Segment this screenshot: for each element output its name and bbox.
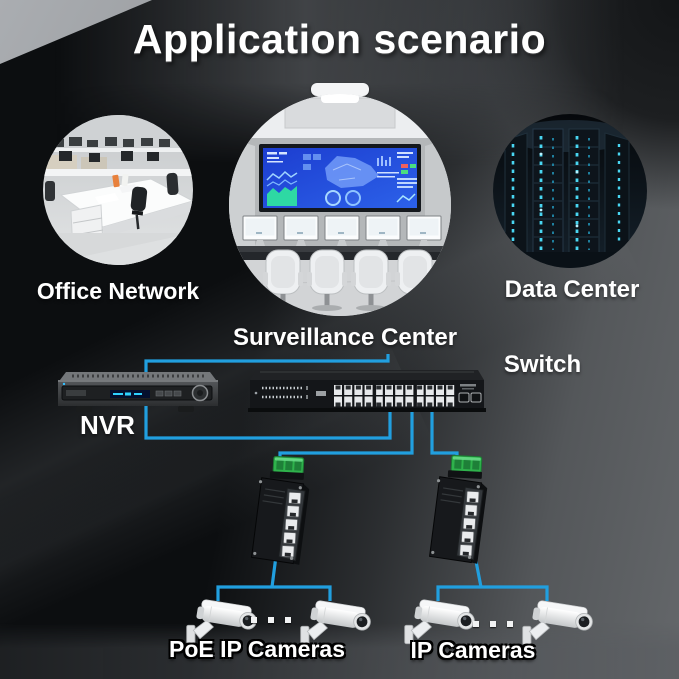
surveillance-center-image [229, 94, 451, 316]
server-racks [504, 128, 630, 260]
data-center-label: Data Center [504, 276, 640, 303]
background-floor-band [0, 623, 679, 679]
poe-switch-2-icon [428, 455, 498, 567]
surveillance-center-label: Surveillance Center [232, 324, 458, 351]
ip-cameras-label: IP Cameras [410, 637, 536, 663]
switch-sfp-area [458, 384, 482, 403]
ellipsis-icon [251, 617, 291, 623]
operator-chairs [263, 249, 435, 311]
ceiling-light-shape [311, 83, 369, 96]
surveillance-illustration [229, 94, 451, 316]
poe-ip-cameras-label: PoE IP Cameras [168, 636, 345, 662]
far-monitors-row [53, 137, 170, 147]
office-network-label: Office Network [36, 278, 200, 304]
wire-ip-cameras-bracket [436, 585, 549, 601]
poe-switch-1-icon [250, 456, 320, 568]
nvr-label: NVR [80, 410, 135, 440]
page-title: Application scenario [132, 16, 547, 62]
switch-device-icon [248, 370, 486, 412]
switch-led-panel [254, 386, 326, 399]
switch-port-banks [334, 384, 456, 408]
wire-poe-cameras-bracket [216, 585, 332, 601]
ellipsis-icon [473, 621, 513, 627]
nvr-device-icon [58, 372, 218, 412]
mid-desks-row [43, 151, 193, 176]
operator-monitors [242, 215, 442, 246]
video-wall [259, 144, 421, 212]
switch-label: Switch [503, 351, 582, 378]
office-chairs [45, 172, 179, 230]
